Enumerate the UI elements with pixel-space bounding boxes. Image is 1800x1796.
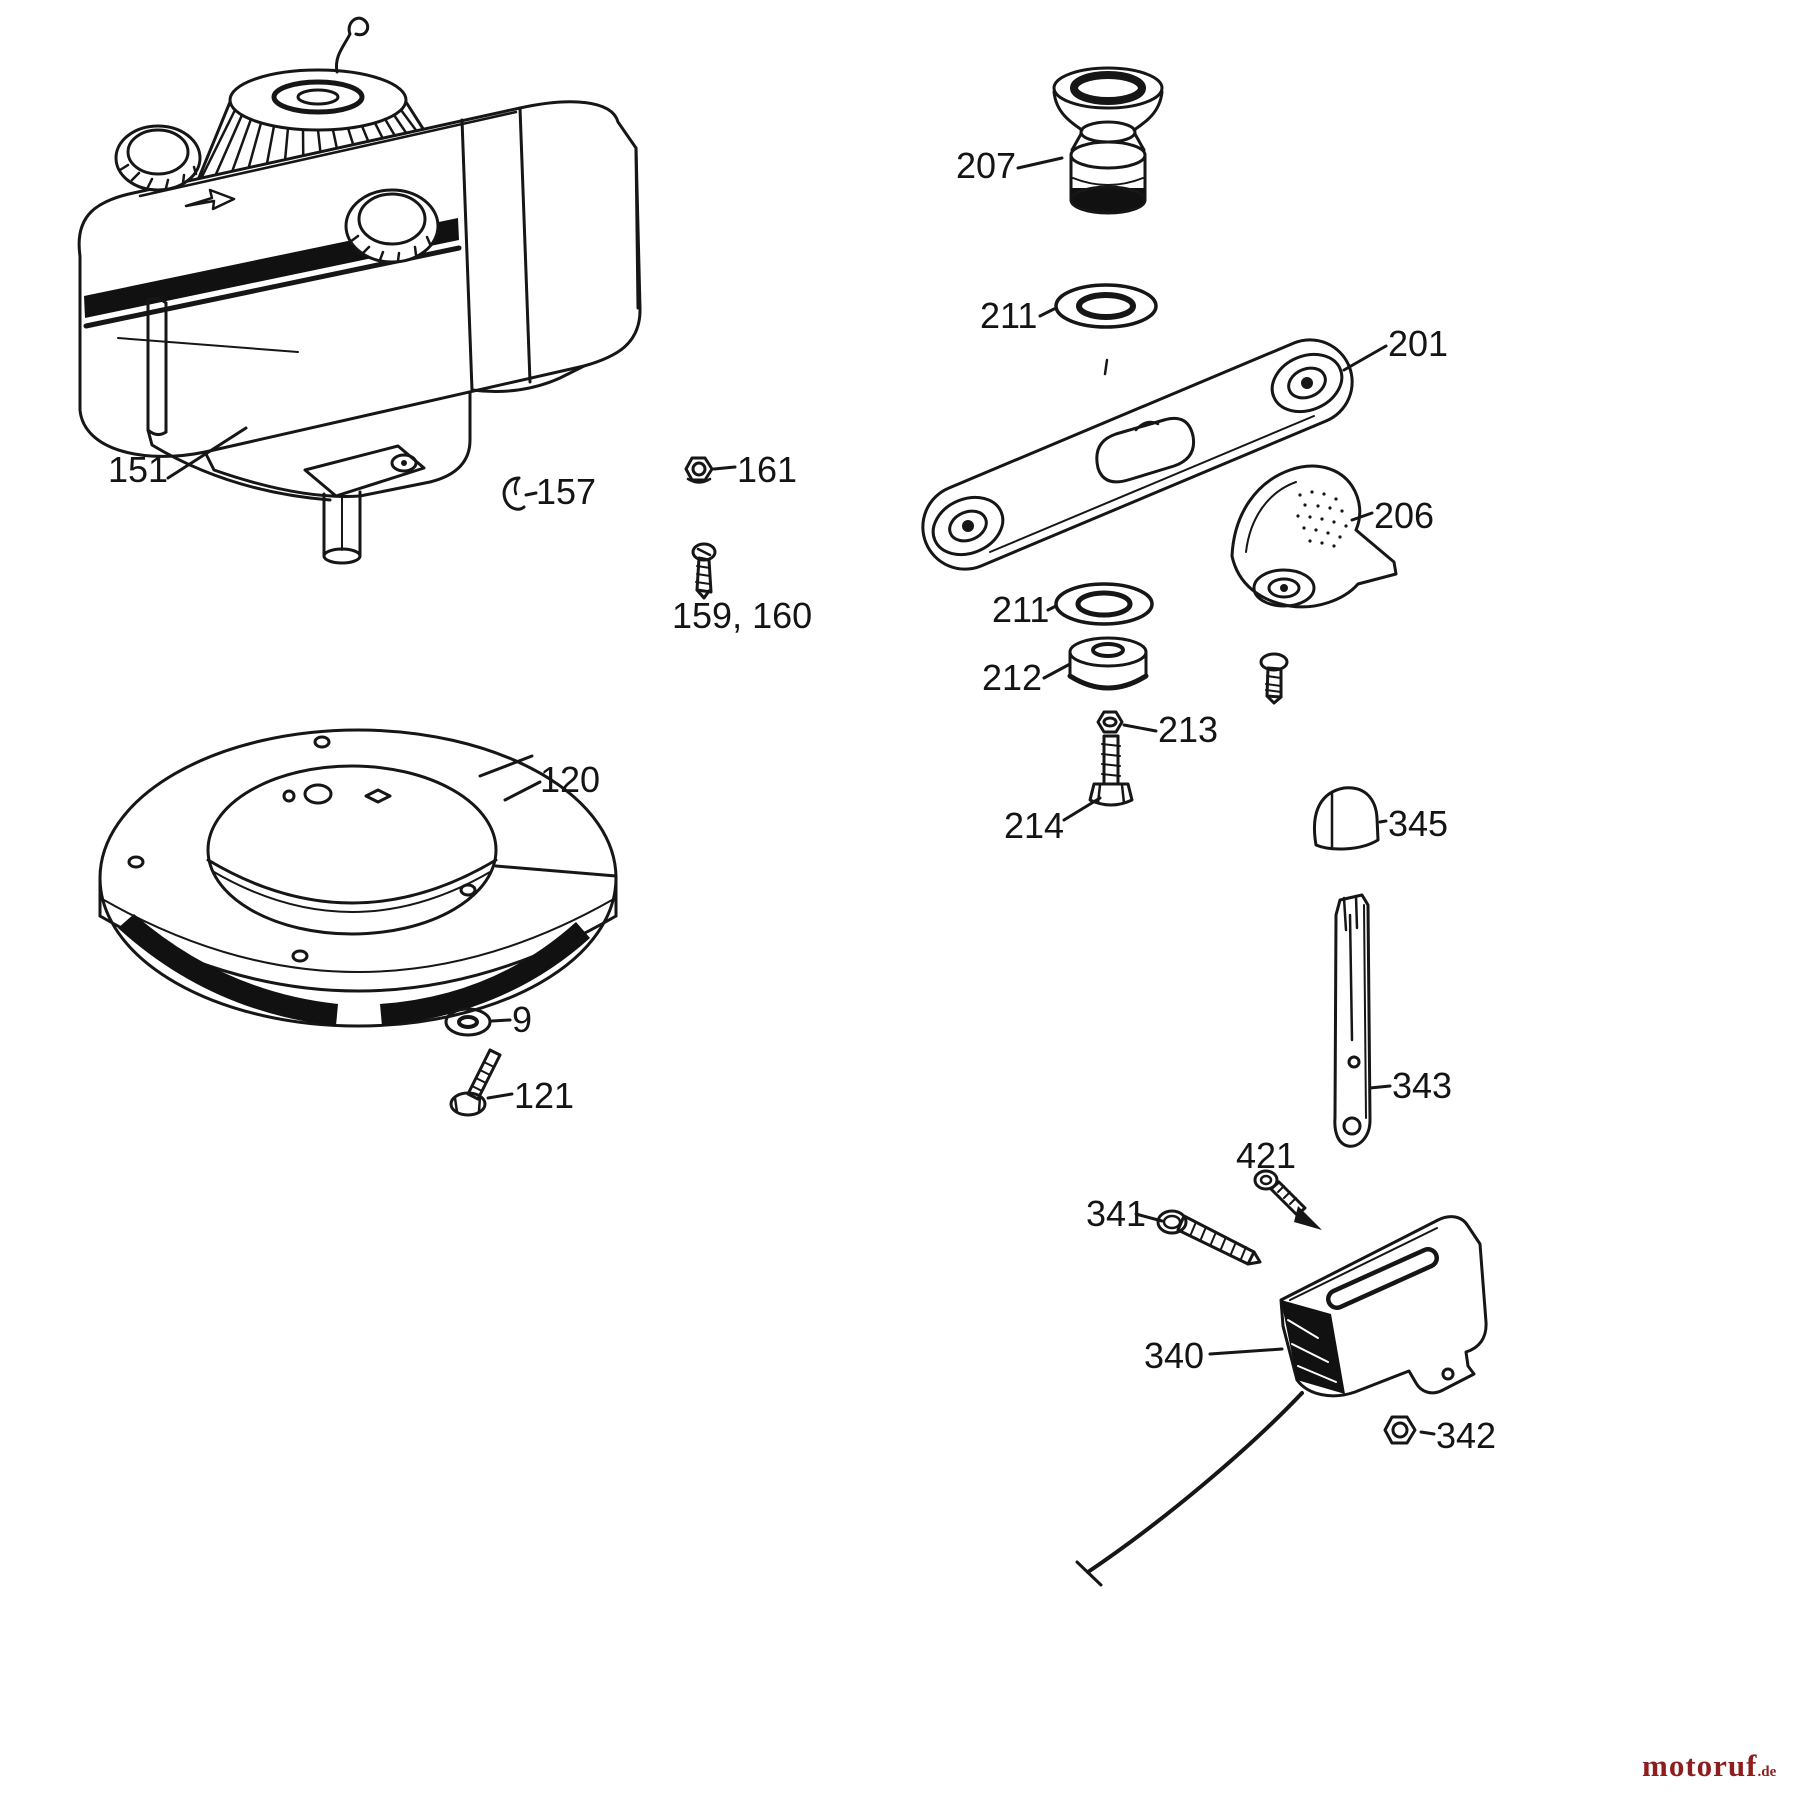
part-label-213: 213 [1158,709,1219,750]
engine-assembly-151 [77,16,642,565]
part-label-211-lower: 211 [992,589,1050,630]
part-label-340: 340 [1144,1335,1205,1376]
nut-213 [1096,710,1124,734]
part-label-343: 343 [1392,1065,1453,1106]
part-label-211-upper: 211 [980,295,1038,336]
part-label-345: 345 [1388,803,1449,844]
watermark: motoruf .de [1642,1748,1776,1784]
bolt-214 [1088,734,1134,807]
part-label-342: 342 [1436,1415,1497,1456]
part-label-120: 120 [540,759,601,800]
part-label-161: 161 [737,449,798,490]
nut-342 [1383,1415,1417,1445]
nut-161 [684,456,714,484]
part-label-121: 121 [514,1075,575,1116]
spacer-212 [1067,636,1149,691]
washer-211-upper [1054,283,1158,376]
washer-9 [444,1007,492,1037]
screw-341 [1156,1209,1262,1266]
part-label-206: 206 [1374,495,1435,536]
lever-343 [1333,893,1372,1148]
leader-lines [166,156,1436,1436]
part-label-341: 341 [1086,1193,1147,1234]
bolt-121 [449,1048,502,1117]
blade-206 [1230,464,1398,609]
part-label-151: 151 [108,449,169,490]
cap-345 [1313,786,1380,851]
watermark-suffix: .de [1757,1764,1777,1780]
spool-207 [1052,66,1164,215]
part-label-201: 201 [1388,323,1449,364]
part-label-207: 207 [956,145,1017,186]
part-label-214: 214 [1004,805,1065,846]
part-label-212: 212 [982,657,1043,698]
blade-bar-201 [921,338,1354,571]
housing-340 [1075,1215,1488,1587]
clip-157 [502,476,526,511]
blade-screw [1259,652,1289,705]
part-label-159-160: 159, 160 [672,595,813,636]
screw-421 [1253,1169,1322,1230]
ring-housing-120 [98,728,618,1028]
washer-211-lower [1054,582,1154,626]
screw-159-160 [691,542,717,600]
watermark-text: motoruf [1642,1748,1758,1783]
part-label-157: 157 [536,471,597,512]
part-label-421: 421 [1236,1135,1297,1176]
part-label-9: 9 [512,999,533,1040]
